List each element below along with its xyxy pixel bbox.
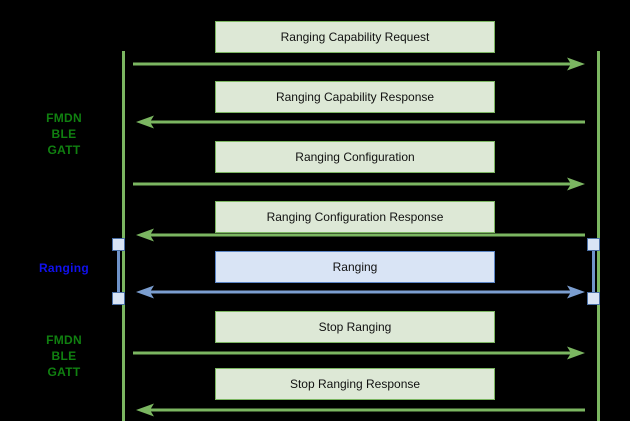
arrow-ranging-bidirectional — [136, 285, 585, 299]
message-label: Ranging Configuration Response — [266, 210, 444, 224]
arrow-stop-ranging-response — [136, 403, 585, 417]
activation-node-right-start — [587, 238, 600, 251]
activation-line-left — [117, 244, 120, 304]
side-label-fmdn-ble-gatt-bottom: FMDN BLE GATT — [46, 333, 82, 379]
arrow-ranging-configuration-response — [136, 228, 585, 242]
message-box-ranging-capability-response: Ranging Capability Response — [215, 81, 495, 113]
activation-node-left-start — [112, 238, 125, 251]
side-label-ranging-phase: Ranging — [38, 261, 90, 275]
message-label: Stop Ranging — [318, 320, 392, 334]
message-box-stop-ranging: Stop Ranging — [215, 311, 495, 343]
message-box-ranging: Ranging — [215, 251, 495, 283]
activation-node-right-end — [587, 292, 600, 305]
side-label-fmdn-ble-gatt-top: FMDN BLE GATT — [46, 111, 82, 157]
message-label: Stop Ranging Response — [289, 377, 421, 391]
lifeline-left — [122, 51, 125, 421]
arrow-stop-ranging — [133, 346, 585, 360]
message-label: Ranging Configuration — [295, 150, 415, 164]
arrow-ranging-configuration — [133, 177, 585, 191]
arrow-ranging-capability-request — [133, 57, 585, 71]
message-box-stop-ranging-response: Stop Ranging Response — [215, 368, 495, 400]
arrow-ranging-capability-response — [136, 115, 585, 129]
lifeline-right — [597, 51, 600, 421]
message-box-ranging-configuration: Ranging Configuration — [215, 141, 495, 173]
message-box-ranging-capability-request: Ranging Capability Request — [215, 21, 495, 53]
message-label: Ranging Capability Response — [275, 90, 435, 104]
activation-node-left-end — [112, 292, 125, 305]
message-box-ranging-configuration-response: Ranging Configuration Response — [215, 201, 495, 233]
message-label: Ranging — [332, 260, 378, 274]
message-label: Ranging Capability Request — [280, 30, 430, 44]
activation-line-right — [592, 244, 595, 304]
